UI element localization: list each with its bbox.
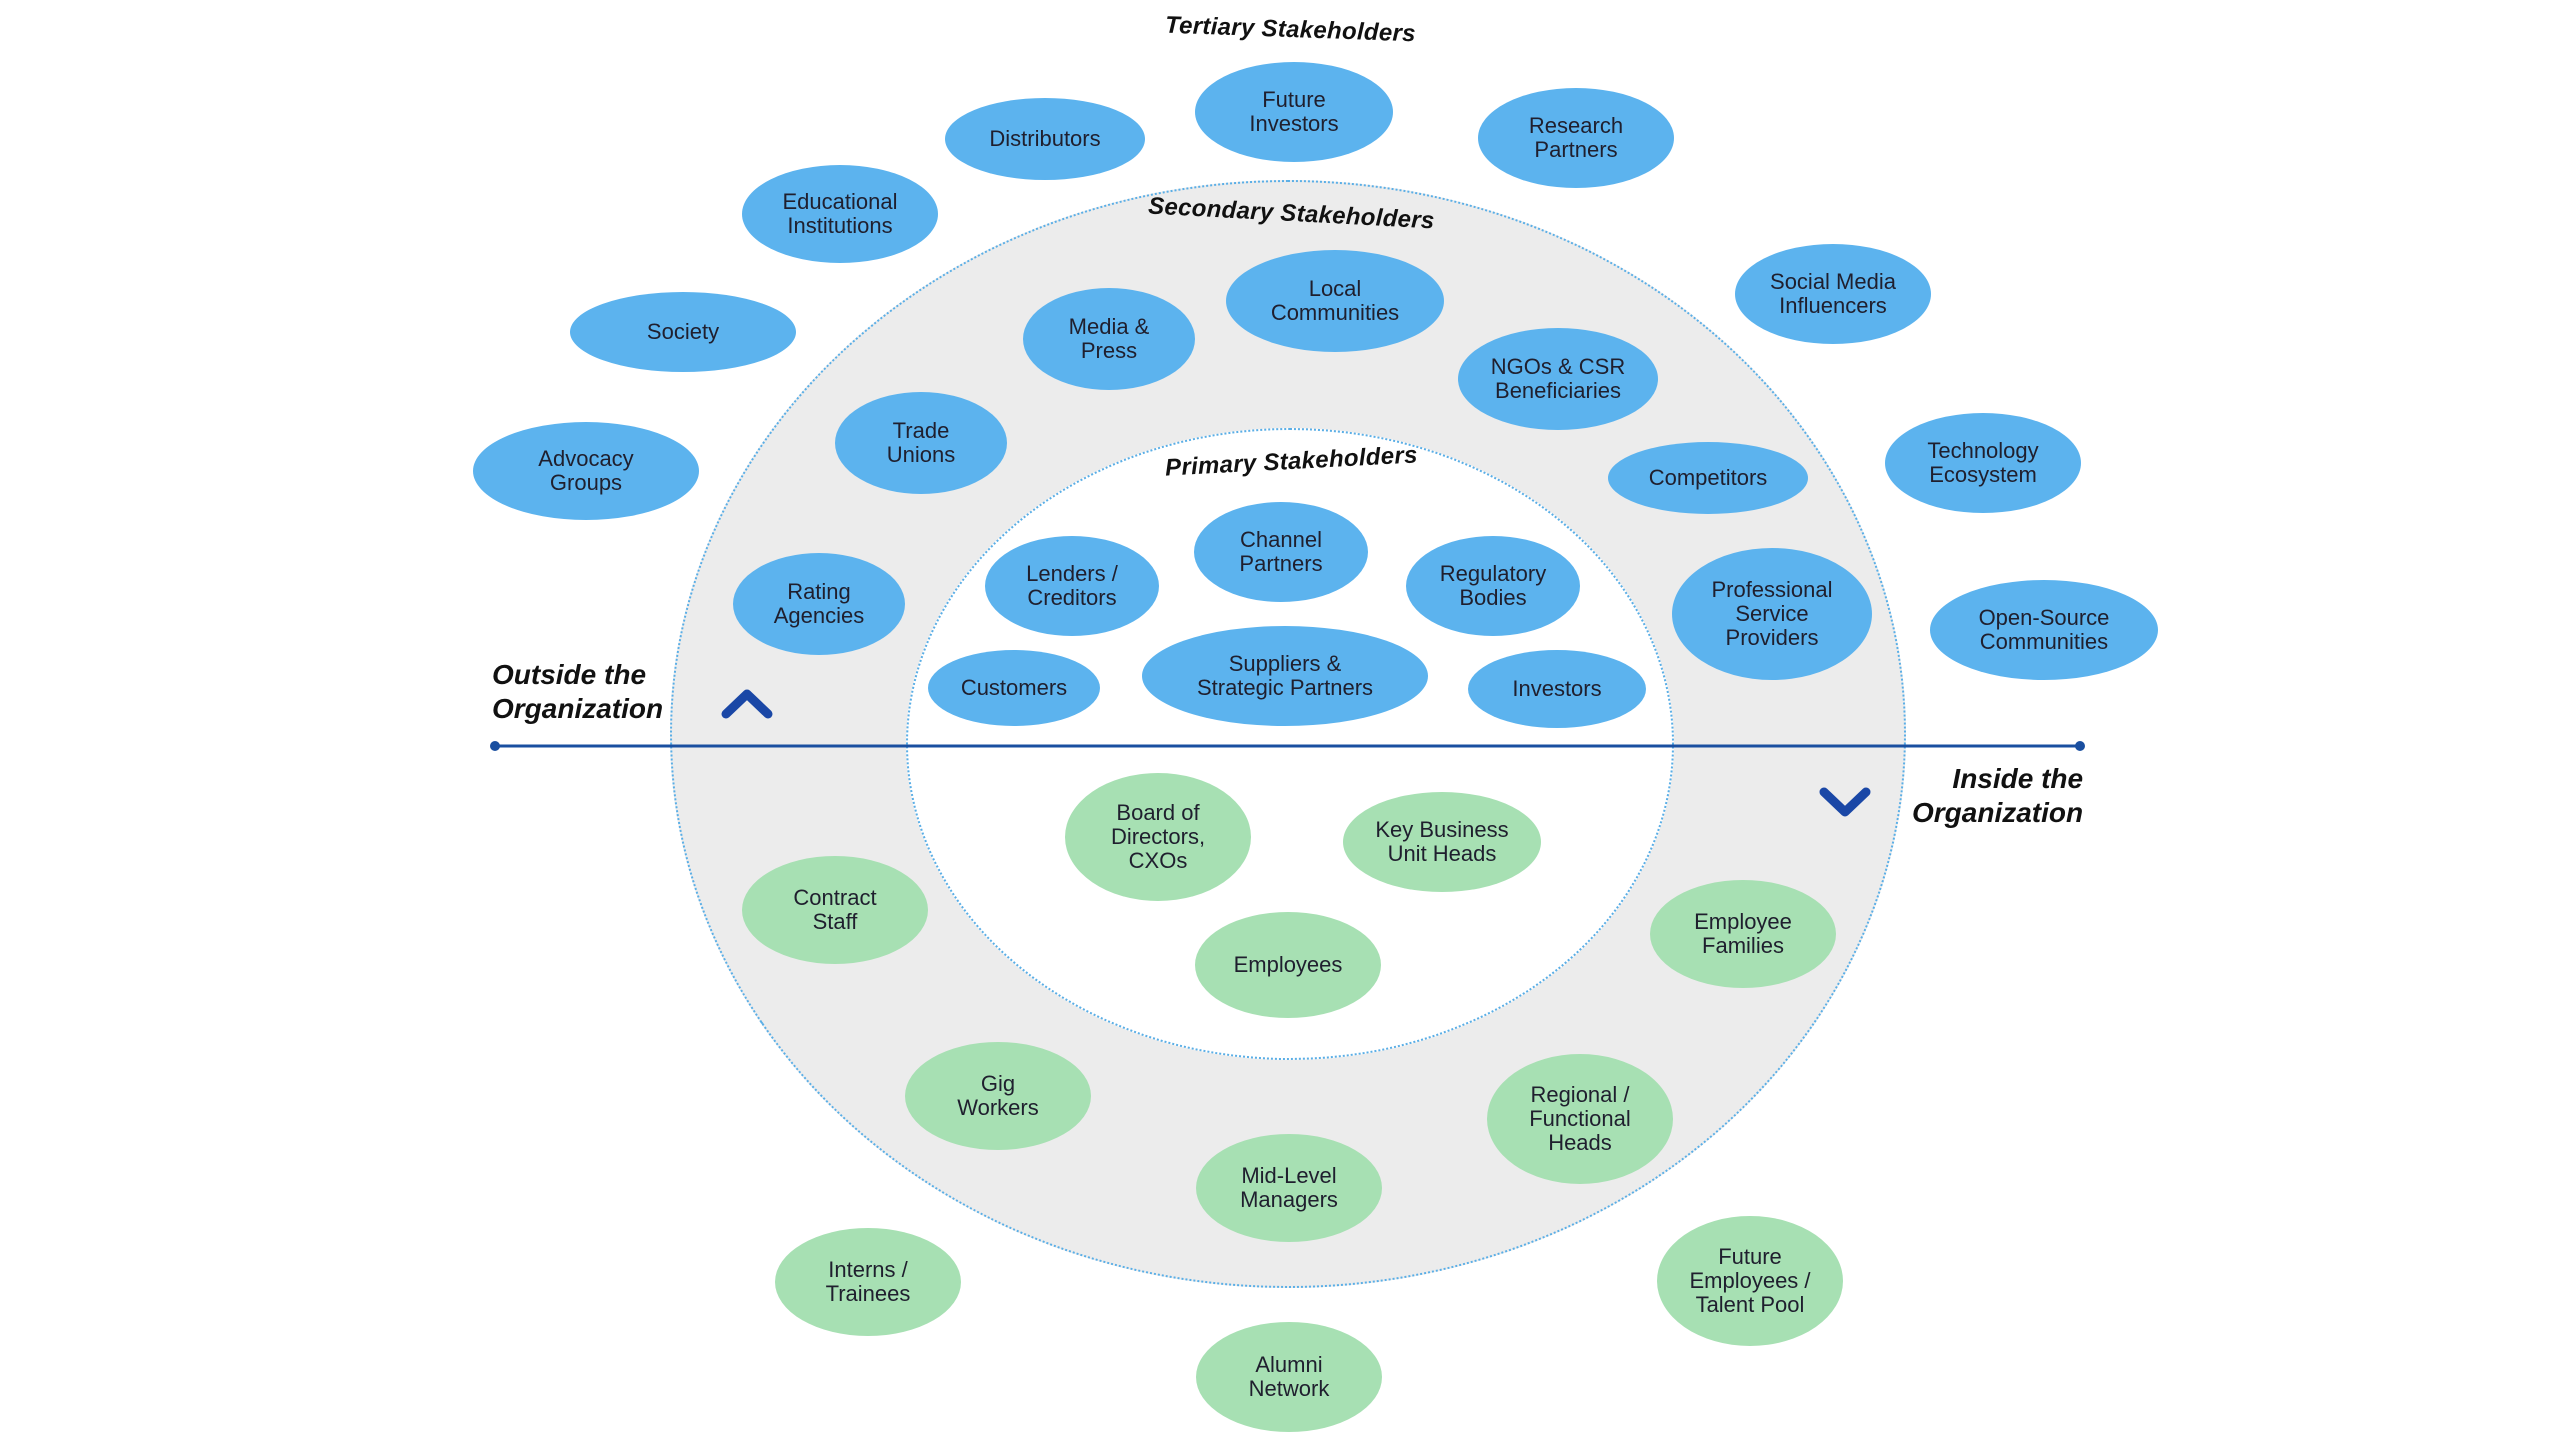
- node-local-communities: Local Communities: [1226, 250, 1444, 352]
- node-suppliers-strategic-partners: Suppliers & Strategic Partners: [1142, 626, 1428, 726]
- node-customers: Customers: [928, 650, 1100, 726]
- node-lenders-creditors: Lenders / Creditors: [985, 536, 1159, 636]
- node-alumni-network: Alumni Network: [1196, 1322, 1382, 1432]
- node-employees: Employees: [1195, 912, 1381, 1018]
- inside-organization-label: Inside the Organization: [1912, 763, 2084, 828]
- node-competitors: Competitors: [1608, 442, 1808, 514]
- node-media-press: Media & Press: [1023, 288, 1195, 390]
- node-board-of-directors-cxos: Board of Directors, CXOs: [1065, 773, 1251, 901]
- chevron-down-icon: [1819, 787, 1871, 817]
- node-investors: Investors: [1468, 650, 1646, 728]
- node-interns-trainees: Interns / Trainees: [775, 1228, 961, 1336]
- node-social-media-influencers: Social Media Influencers: [1735, 244, 1931, 344]
- node-technology-ecosystem: Technology Ecosystem: [1885, 413, 2081, 513]
- node-future-employees-talent-pool: Future Employees / Talent Pool: [1657, 1216, 1843, 1346]
- node-distributors: Distributors: [945, 98, 1145, 180]
- node-channel-partners: Channel Partners: [1194, 502, 1368, 602]
- node-society: Society: [570, 292, 796, 372]
- node-regional-functional-heads: Regional / Functional Heads: [1487, 1054, 1673, 1184]
- node-ngos-csr-beneficiaries: NGOs & CSR Beneficiaries: [1458, 328, 1658, 430]
- chevron-up-icon: [721, 689, 773, 719]
- node-regulatory-bodies: Regulatory Bodies: [1406, 536, 1580, 636]
- node-gig-workers: Gig Workers: [905, 1042, 1091, 1150]
- node-trade-unions: Trade Unions: [835, 392, 1007, 494]
- node-employee-families: Employee Families: [1650, 880, 1836, 988]
- boundary-line-right-end: [2075, 741, 2085, 751]
- node-rating-agencies: Rating Agencies: [733, 553, 905, 655]
- node-key-business-unit-heads: Key Business Unit Heads: [1343, 792, 1541, 892]
- outside-organization-label: Outside the Organization: [492, 659, 664, 724]
- node-research-partners: Research Partners: [1478, 88, 1674, 188]
- node-open-source-communities: Open-Source Communities: [1930, 580, 2158, 680]
- node-advocacy-groups: Advocacy Groups: [473, 422, 699, 520]
- node-professional-service-providers: Professional Service Providers: [1672, 548, 1872, 680]
- node-contract-staff: Contract Staff: [742, 856, 928, 964]
- boundary-line-left-end: [490, 741, 500, 751]
- node-future-investors: Future Investors: [1195, 62, 1393, 162]
- node-mid-level-managers: Mid-Level Managers: [1196, 1134, 1382, 1242]
- node-educational-institutions: Educational Institutions: [742, 165, 938, 263]
